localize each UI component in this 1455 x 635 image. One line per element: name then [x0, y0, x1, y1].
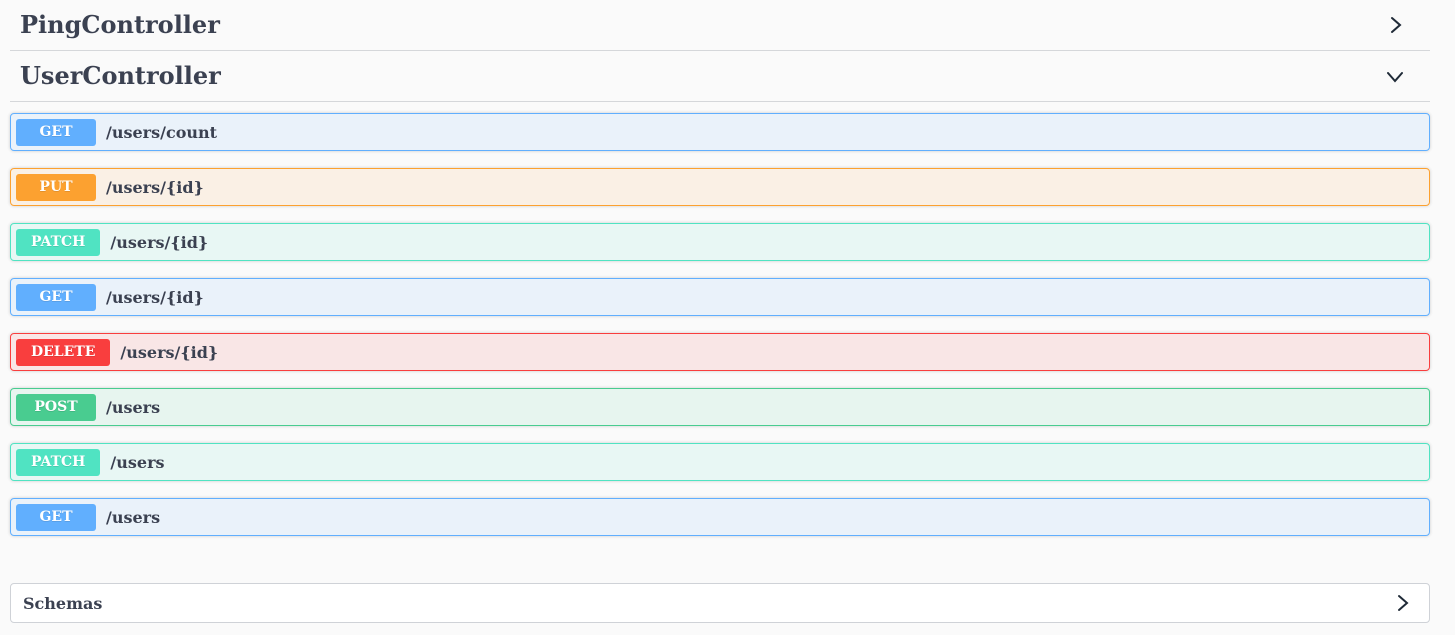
method-badge: POST: [16, 393, 96, 421]
chevron-right-icon: [1392, 593, 1412, 613]
endpoint-row[interactable]: GET /users/count: [10, 113, 1430, 151]
endpoint-row[interactable]: DELETE /users/{id}: [10, 333, 1430, 371]
chevron-down-icon: [1385, 66, 1405, 86]
controller-title: UserController: [20, 61, 221, 90]
endpoint-row[interactable]: PATCH /users: [10, 443, 1430, 481]
method-badge: PATCH: [16, 228, 101, 256]
endpoint-path: /users/{id}: [120, 342, 219, 362]
endpoint-path: /users: [110, 452, 165, 472]
endpoint-row[interactable]: PUT /users/{id}: [10, 168, 1430, 206]
endpoint-list: GET /users/count PUT /users/{id} PATCH /…: [10, 113, 1430, 536]
controller-section-ping[interactable]: PingController: [10, 0, 1430, 51]
method-badge: GET: [16, 118, 96, 146]
endpoint-row[interactable]: GET /users/{id}: [10, 278, 1430, 316]
method-badge: DELETE: [16, 338, 111, 366]
endpoint-path: /users: [106, 507, 161, 527]
endpoint-path: /users/{id}: [110, 232, 209, 252]
controller-section-user[interactable]: UserController: [10, 51, 1430, 102]
endpoint-path: /users/{id}: [106, 287, 204, 307]
method-badge: PUT: [16, 173, 96, 201]
endpoint-row[interactable]: POST /users: [10, 388, 1430, 426]
endpoint-path: /users/{id}: [106, 177, 204, 197]
schemas-section[interactable]: Schemas: [10, 583, 1430, 623]
endpoint-row[interactable]: GET /users: [10, 498, 1430, 536]
method-badge: GET: [16, 283, 96, 311]
controller-title: PingController: [20, 10, 220, 39]
endpoint-path: /users/count: [106, 122, 218, 142]
schemas-title: Schemas: [23, 593, 103, 613]
chevron-right-icon: [1385, 15, 1405, 35]
endpoint-path: /users: [106, 397, 161, 417]
method-badge: PATCH: [16, 448, 101, 476]
method-badge: GET: [16, 503, 96, 531]
endpoint-row[interactable]: PATCH /users/{id}: [10, 223, 1430, 261]
